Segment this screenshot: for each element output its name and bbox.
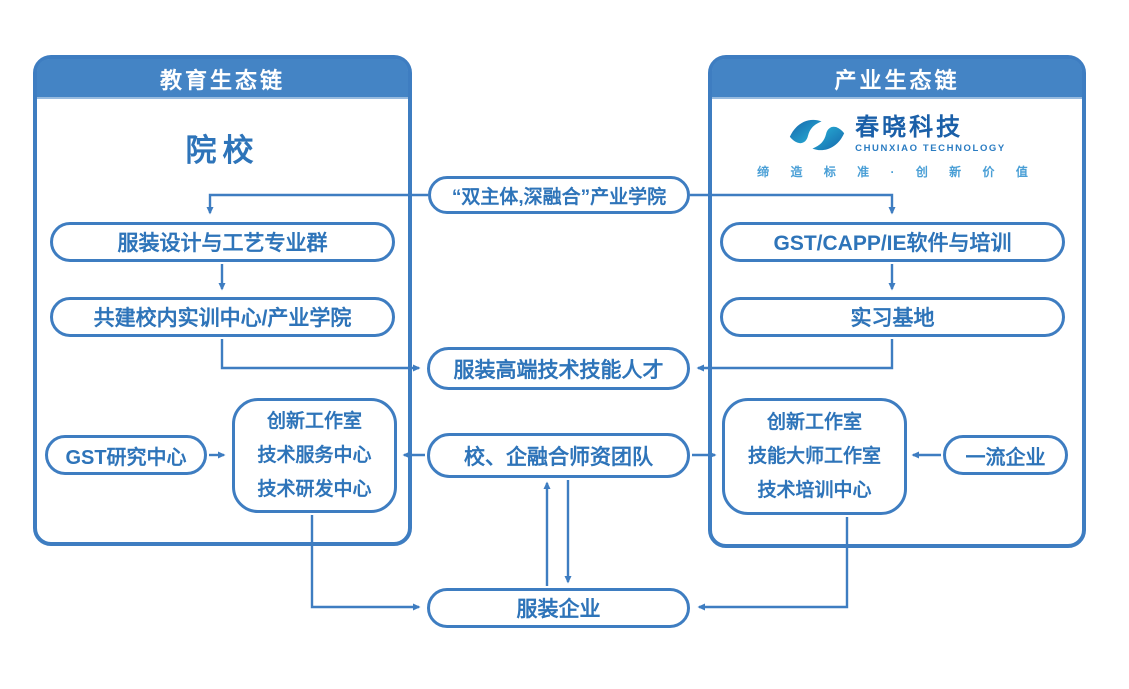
right-centers-line-2: 技能大师工作室 [747,445,881,467]
industry-chain-panel: 产业生态链 [708,55,1086,548]
node-software-training: GST/CAPP/IE软件与培训 [720,222,1065,262]
node-major-group: 服装设计与工艺专业群 [50,222,395,262]
node-garment-enterprise: 服装企业 [427,588,690,628]
node-teacher-team: 校、企融合师资团队 [427,433,690,478]
node-right-centers: 创新工作室 技能大师工作室 技术培训中心 [722,398,907,515]
industry-chain-header: 产业生态链 [712,59,1082,99]
node-gst-research: GST研究中心 [45,435,207,475]
node-talent: 服装高端技术技能人才 [427,347,690,390]
node-top-enterprise: 一流企业 [943,435,1068,475]
chunxiao-logo: 春晓科技 CHUNXIAO TECHNOLOGY 缔 造 标 准 · 创 新 价… [712,115,1082,180]
logo-name: 春晓科技 [855,114,964,141]
node-left-centers: 创新工作室 技术服务中心 技术研发中心 [232,398,397,513]
left-centers-line-3: 技术研发中心 [257,478,372,500]
education-chain-panel: 教育生态链 院校 [33,55,412,546]
right-centers-line-3: 技术培训中心 [757,479,872,501]
right-centers-line-1: 创新工作室 [766,411,862,433]
logo-tagline: 缔 造 标 准 · 创 新 价 值 [757,165,1037,179]
education-chain-title: 教育生态链 [159,68,285,93]
college-heading: 院校 [185,133,260,168]
chunxiao-logo-icon [789,119,845,150]
left-centers-line-2: 技术服务中心 [257,444,372,466]
education-chain-header: 教育生态链 [37,59,408,99]
left-centers-line-1: 创新工作室 [266,410,362,432]
node-industry-college: “双主体,深融合”产业学院 [428,176,690,214]
logo-english-name: CHUNXIAO TECHNOLOGY [855,143,1006,154]
node-internship-base: 实习基地 [720,297,1065,337]
industry-chain-title: 产业生态链 [834,68,960,93]
node-campus-training: 共建校内实训中心/产业学院 [50,297,395,337]
